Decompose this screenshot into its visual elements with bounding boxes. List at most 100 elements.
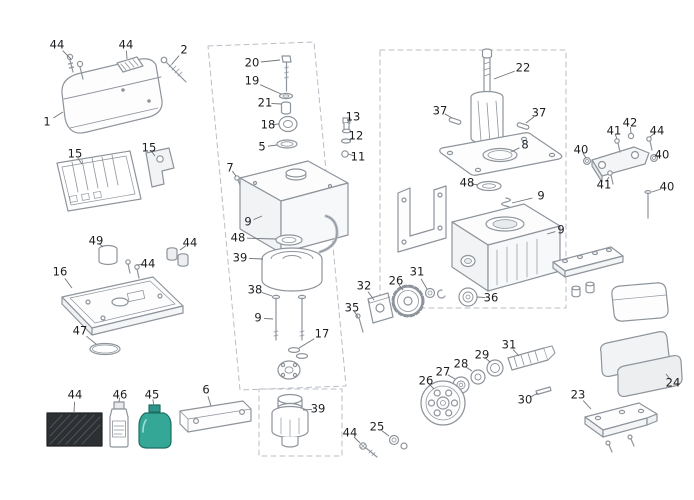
leader-line [62,50,72,60]
leader-line [271,102,282,105]
leader-line [298,338,315,349]
part-5-ring [276,139,298,149]
leader-line [98,243,104,248]
leader-line [125,50,128,60]
part-callout-9: 9 [244,214,252,229]
part-49-capacitor [98,244,118,266]
leader-line [151,150,156,157]
part-callout-9: 9 [254,310,262,325]
leader-line [525,116,535,124]
leader-line [232,170,237,177]
leader-line [493,70,515,80]
part-32-bracket [367,292,394,324]
part-36-bearing [458,287,478,307]
part-1-cover [61,58,163,134]
part-23-bracket [584,402,658,438]
leader-line [348,137,354,141]
part-callout-46: 46 [112,387,128,402]
part-callout-40: 40 [659,179,675,194]
leader-line [135,263,144,266]
leader-line [267,144,278,147]
part-callout-42: 42 [622,115,638,130]
part-8-flange-plate [439,132,563,176]
leader-line [86,335,97,345]
part-callout-15: 15 [141,140,157,155]
leader-line [511,197,533,204]
part-44-screw-release [646,136,653,151]
part-48-bearing-right [476,180,502,192]
part-callout-9: 9 [537,188,545,203]
part-callout-1: 1 [43,114,51,129]
part-callout-19: 19 [244,73,260,88]
part-18-bearing [278,115,298,133]
part-31-washers-upper [424,287,446,299]
part-16-base-plate [61,276,184,336]
part-37-key-right [516,122,530,130]
part-callout-45: 45 [144,387,160,402]
part-callout-40: 40 [654,147,670,162]
part-callout-26: 26 [418,373,434,388]
part-12-washer [340,138,352,144]
part-callout-44: 44 [118,37,134,52]
part-callout-24: 24 [665,375,681,390]
part-callout-28: 28 [453,356,469,371]
part-callout-41: 41 [606,123,622,138]
leader-line [465,366,473,372]
part-callout-5: 5 [258,139,266,154]
part-callout-39: 39 [232,250,248,265]
part-callout-6: 6 [202,382,210,397]
leader-line [302,408,313,411]
leader-line [605,176,610,183]
part-callout-29: 29 [474,347,490,362]
part-40-pin-long [644,190,652,219]
leader-line [629,126,632,134]
part-44-vent-plate [116,56,144,73]
part-9-tank [239,160,349,254]
part-23-screws [605,434,635,453]
leader-line [261,291,273,297]
part-20-bolt [281,55,292,92]
leader-line [118,397,121,403]
part-callout-31: 31 [501,337,517,352]
leader-line [398,284,404,291]
part-40-washer-right [649,154,658,163]
part-15-bracket [145,147,175,188]
part-release-lever [591,146,650,183]
leader-line [444,113,453,119]
leader-line [656,155,661,158]
leader-line [248,257,264,260]
part-38-bolt [271,294,281,341]
part-callout-17: 17 [314,326,330,341]
part-2-screw [160,56,187,83]
part-15-control-board [56,150,142,212]
part-25-washers [388,434,408,450]
part-19-washer [278,92,294,100]
part-28-washer [470,369,486,385]
part-46-bottle [109,401,129,448]
leader-line [53,111,64,119]
part-coupling [277,360,301,380]
part-callout-11: 11 [350,149,366,164]
part-26-gear [391,284,425,318]
part-callout-32: 32 [356,278,372,293]
part-callout-47: 47 [72,323,88,338]
leader-line [428,383,435,390]
part-u-bracket [397,185,447,253]
part-6-rail [179,400,252,433]
part-callout-44: 44 [342,425,358,440]
part-callout-41: 41 [596,177,612,192]
leader-line [651,188,662,193]
part-26-impeller [420,380,466,426]
part-callout-44: 44 [67,387,83,402]
part-21-spacer [280,101,292,115]
part-callout-25: 25 [369,419,385,434]
leader-line [614,134,618,140]
leader-line [346,119,351,124]
leader-line [546,231,556,235]
part-39-pump-lower [271,393,309,448]
part-47-oring [89,342,121,356]
part-callout-31: 31 [409,264,425,279]
part-35-pin [355,313,364,333]
